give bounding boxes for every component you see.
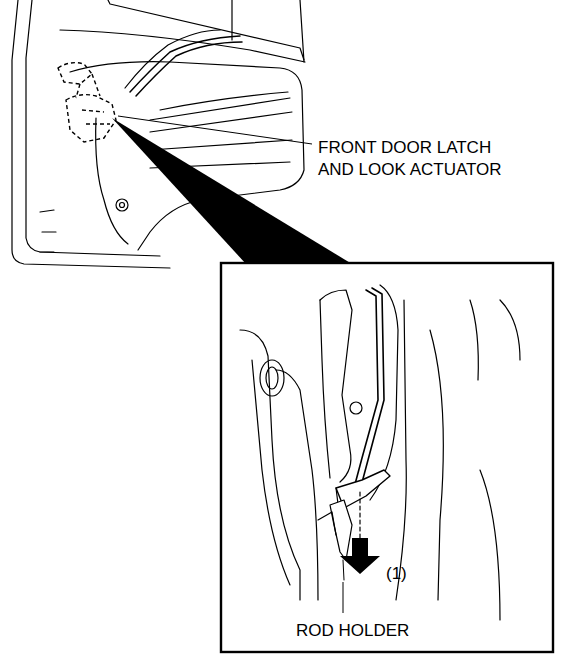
direction-arrow bbox=[340, 538, 380, 574]
callout-number: (1) bbox=[386, 563, 426, 585]
door-outline bbox=[12, 0, 170, 268]
leader-line bbox=[343, 582, 344, 613]
door-edge bbox=[26, 0, 160, 256]
latch-actuator bbox=[58, 63, 116, 142]
detail-frame bbox=[221, 263, 553, 652]
part-label: ROD HOLDER bbox=[296, 620, 426, 642]
window-frame bbox=[108, 0, 304, 60]
detail-illustration bbox=[240, 285, 520, 620]
part-label: FRONT DOOR LATCH AND LOOK ACTUATOR bbox=[318, 137, 508, 181]
zoom-wedge bbox=[112, 118, 352, 264]
